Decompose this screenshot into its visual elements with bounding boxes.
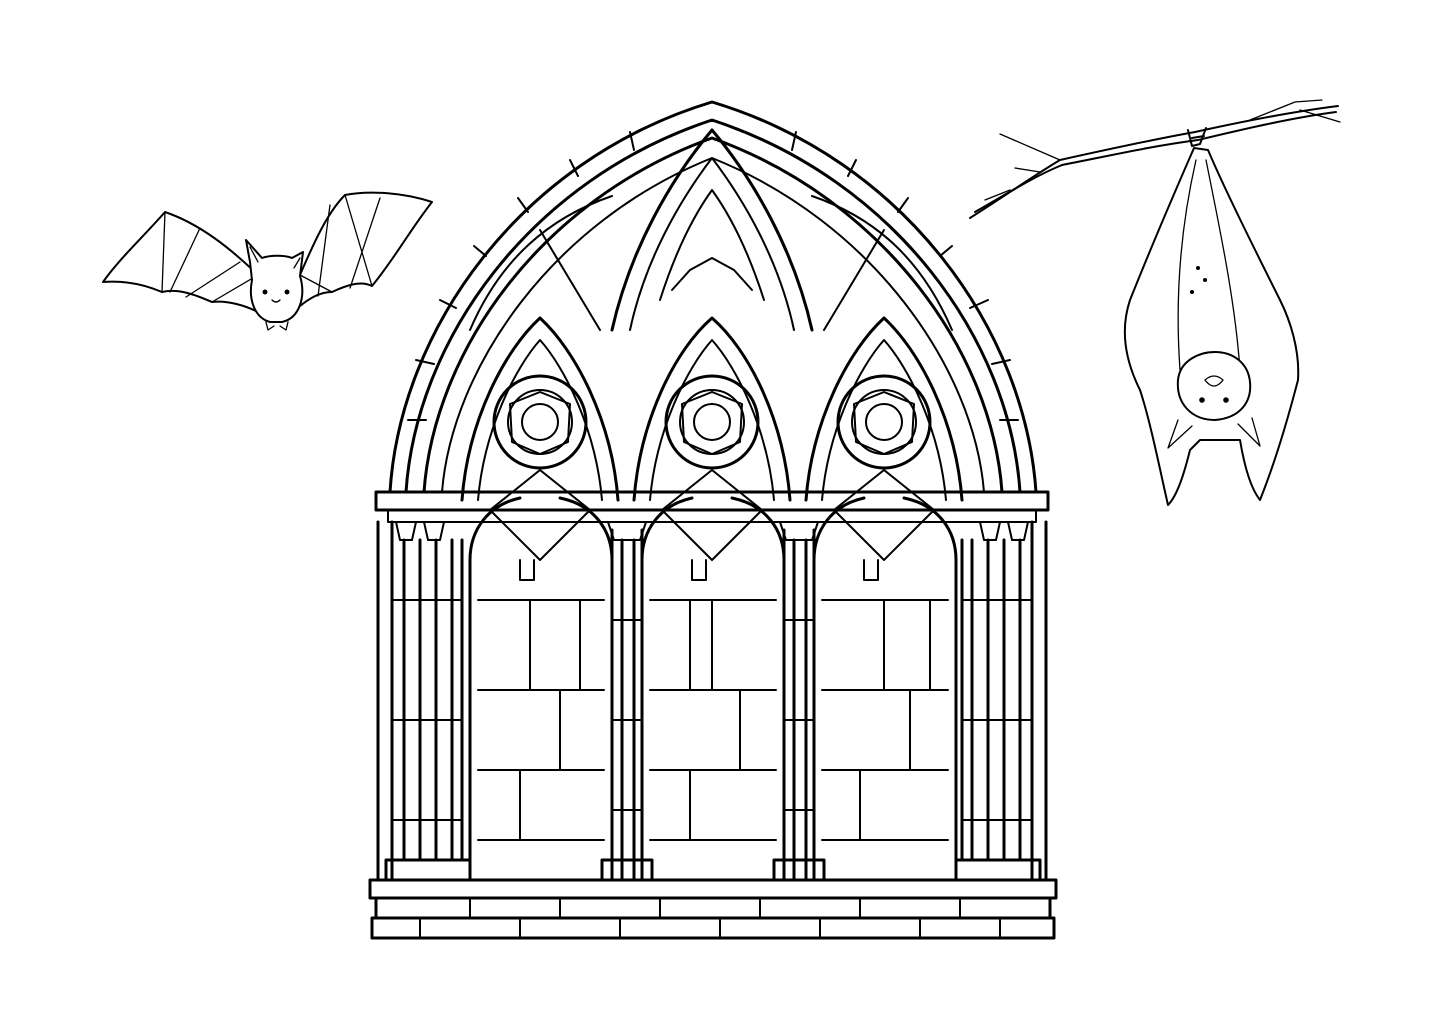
window-columns <box>376 520 1048 882</box>
gothic-window-illustration <box>368 100 1058 940</box>
hanging-bat-illustration <box>969 99 1341 506</box>
rosette-ornaments <box>492 374 932 470</box>
flying-bat-illustration <box>102 191 433 331</box>
